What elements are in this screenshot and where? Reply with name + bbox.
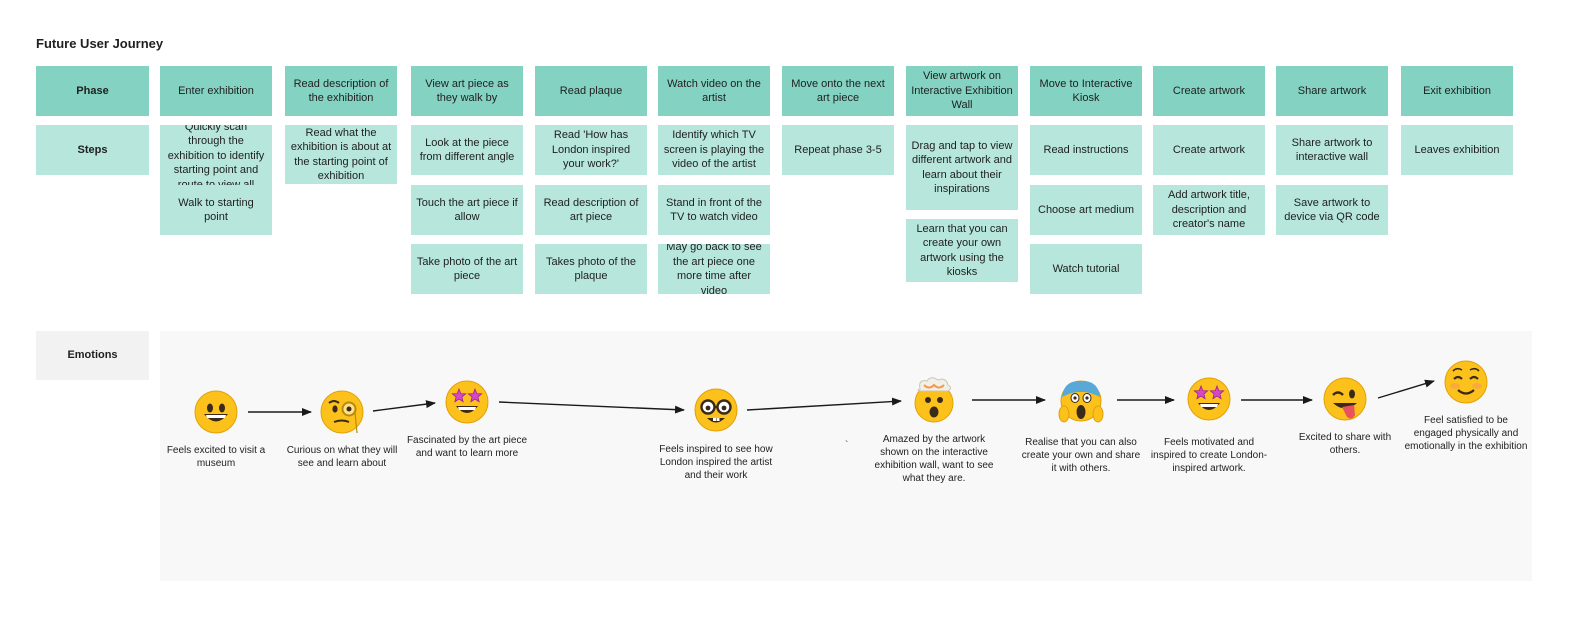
step-card: Choose art medium (1030, 185, 1142, 235)
emotion-text: Fascinated by the art piece and want to … (406, 435, 528, 459)
emotions-panel (160, 331, 1532, 581)
stray-mark: ` (845, 440, 849, 451)
step-card: Read description of art piece (535, 185, 647, 235)
step-card: Drag and tap to view different artwork a… (906, 125, 1018, 210)
step-card: Repeat phase 3-5 (782, 125, 894, 175)
grinning-face-icon (193, 389, 239, 435)
emotion-arrow (1377, 379, 1435, 399)
emotion-text: Feels motivated and inspired to create L… (1150, 437, 1268, 474)
step-card: Leaves exhibition (1401, 125, 1513, 175)
step-card: Read what the exhibition is about at the… (285, 125, 397, 184)
exploding-head-icon (911, 377, 957, 423)
phase-card: Share artwork (1276, 66, 1388, 116)
winking-tongue-icon (1322, 376, 1368, 422)
emotion-text: Feels inspired to see how London inspire… (659, 444, 773, 481)
phase-card: Move to Interactive Kiosk (1030, 66, 1142, 116)
emotion-text: Feels excited to visit a museum (166, 445, 266, 469)
step-card: Share artwork to interactive wall (1276, 125, 1388, 175)
emotion-arrow (746, 397, 902, 411)
phase-card: Watch video on the artist (658, 66, 770, 116)
phase-card: Read plaque (535, 66, 647, 116)
step-card: May go back to see the art piece one mor… (658, 244, 770, 294)
face-screaming-icon (1058, 377, 1104, 423)
emotion-arrow (372, 400, 436, 412)
step-card: Identify which TV screen is playing the … (658, 125, 770, 175)
step-card: Watch tutorial (1030, 244, 1142, 294)
phase-card: View artwork on Interactive Exhibition W… (906, 66, 1018, 116)
emotion-text: Curious on what they will see and learn … (286, 445, 398, 469)
phase-card: Read description of the exhibition (285, 66, 397, 116)
step-card: Read instructions (1030, 125, 1142, 175)
star-struck-icon (1186, 376, 1232, 422)
emotion-text: Excited to share with others. (1298, 432, 1392, 456)
face-with-monocle-icon (319, 389, 365, 435)
step-card: Add artwork title, description and creat… (1153, 185, 1265, 235)
page-title: Future User Journey (36, 36, 164, 51)
emotions-header: Emotions (36, 331, 149, 380)
steps-header: Steps (36, 125, 149, 175)
step-card: Learn that you can create your own artwo… (906, 219, 1018, 282)
nerd-face-icon (693, 387, 739, 433)
emotion-text: Realise that you can also create your ow… (1021, 437, 1141, 474)
phase-card: Exit exhibition (1401, 66, 1513, 116)
step-card: Takes photo of the plaque (535, 244, 647, 294)
step-card: Walk to starting point (160, 185, 272, 235)
step-card: Stand in front of the TV to watch video (658, 185, 770, 235)
smiling-face-icon (1443, 359, 1489, 405)
emotion-text: Feel satisfied to be engaged physically … (1404, 415, 1528, 452)
step-card: Read 'How has London inspired your work?… (535, 125, 647, 175)
star-struck-icon (444, 379, 490, 425)
phase-card: Create artwork (1153, 66, 1265, 116)
emotion-text: Amazed by the artwork shown on the inter… (874, 434, 994, 484)
step-card: Create artwork (1153, 125, 1265, 175)
phase-card: View art piece as they walk by (411, 66, 523, 116)
step-card: Save artwork to device via QR code (1276, 185, 1388, 235)
phase-header: Phase (36, 66, 149, 116)
emotion-arrow (498, 401, 685, 414)
step-card: Look at the piece from different angle (411, 125, 523, 175)
phase-card: Enter exhibition (160, 66, 272, 116)
step-card: Take photo of the art piece (411, 244, 523, 294)
step-card: Touch the art piece if allow (411, 185, 523, 235)
phase-card: Move onto the next art piece (782, 66, 894, 116)
